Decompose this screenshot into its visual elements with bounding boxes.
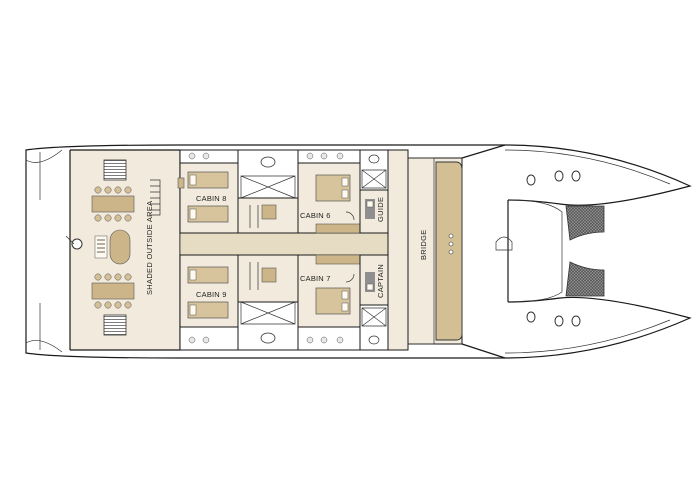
guide-cabin — [359, 149, 389, 234]
chairs — [94, 186, 132, 309]
bbq-grill — [94, 235, 108, 259]
cabin-9 — [179, 254, 239, 328]
cabin-7-label: CABIN 7 — [300, 274, 331, 283]
bow — [526, 170, 605, 327]
bridge — [387, 144, 513, 359]
captain-label: CAPTAIN — [376, 264, 385, 298]
guide-label: GUIDE — [376, 197, 385, 222]
lounge-table — [109, 229, 131, 265]
bow-net-top — [565, 205, 605, 241]
wardrobes — [179, 149, 239, 351]
bathrooms-aft — [237, 149, 299, 351]
stairs-bottom — [103, 314, 127, 336]
shaded-outside-area-label: SHADED OUTSIDE AREA — [145, 201, 154, 295]
cabin-9-label: CABIN 9 — [196, 290, 227, 299]
corridor — [179, 232, 401, 256]
dining-table-bottom — [91, 282, 135, 300]
lifebuoy-icon — [71, 238, 83, 250]
shaded-outside-area — [65, 149, 180, 351]
cabin-6-label: CABIN 6 — [300, 211, 331, 220]
stairs-top — [103, 159, 127, 181]
guide-bunk — [365, 199, 375, 219]
cabin-8-label: CABIN 8 — [196, 194, 227, 203]
cabin-7 — [297, 254, 361, 351]
captain-cabin — [359, 254, 389, 351]
hull-outline — [25, 144, 692, 359]
dining-table-top — [91, 195, 135, 213]
cabin-6 — [297, 149, 361, 234]
captain-bunk — [365, 272, 375, 292]
bridge-label: BRIDGE — [419, 229, 428, 260]
bow-net-bottom — [565, 261, 605, 297]
cabin-8 — [177, 162, 239, 234]
